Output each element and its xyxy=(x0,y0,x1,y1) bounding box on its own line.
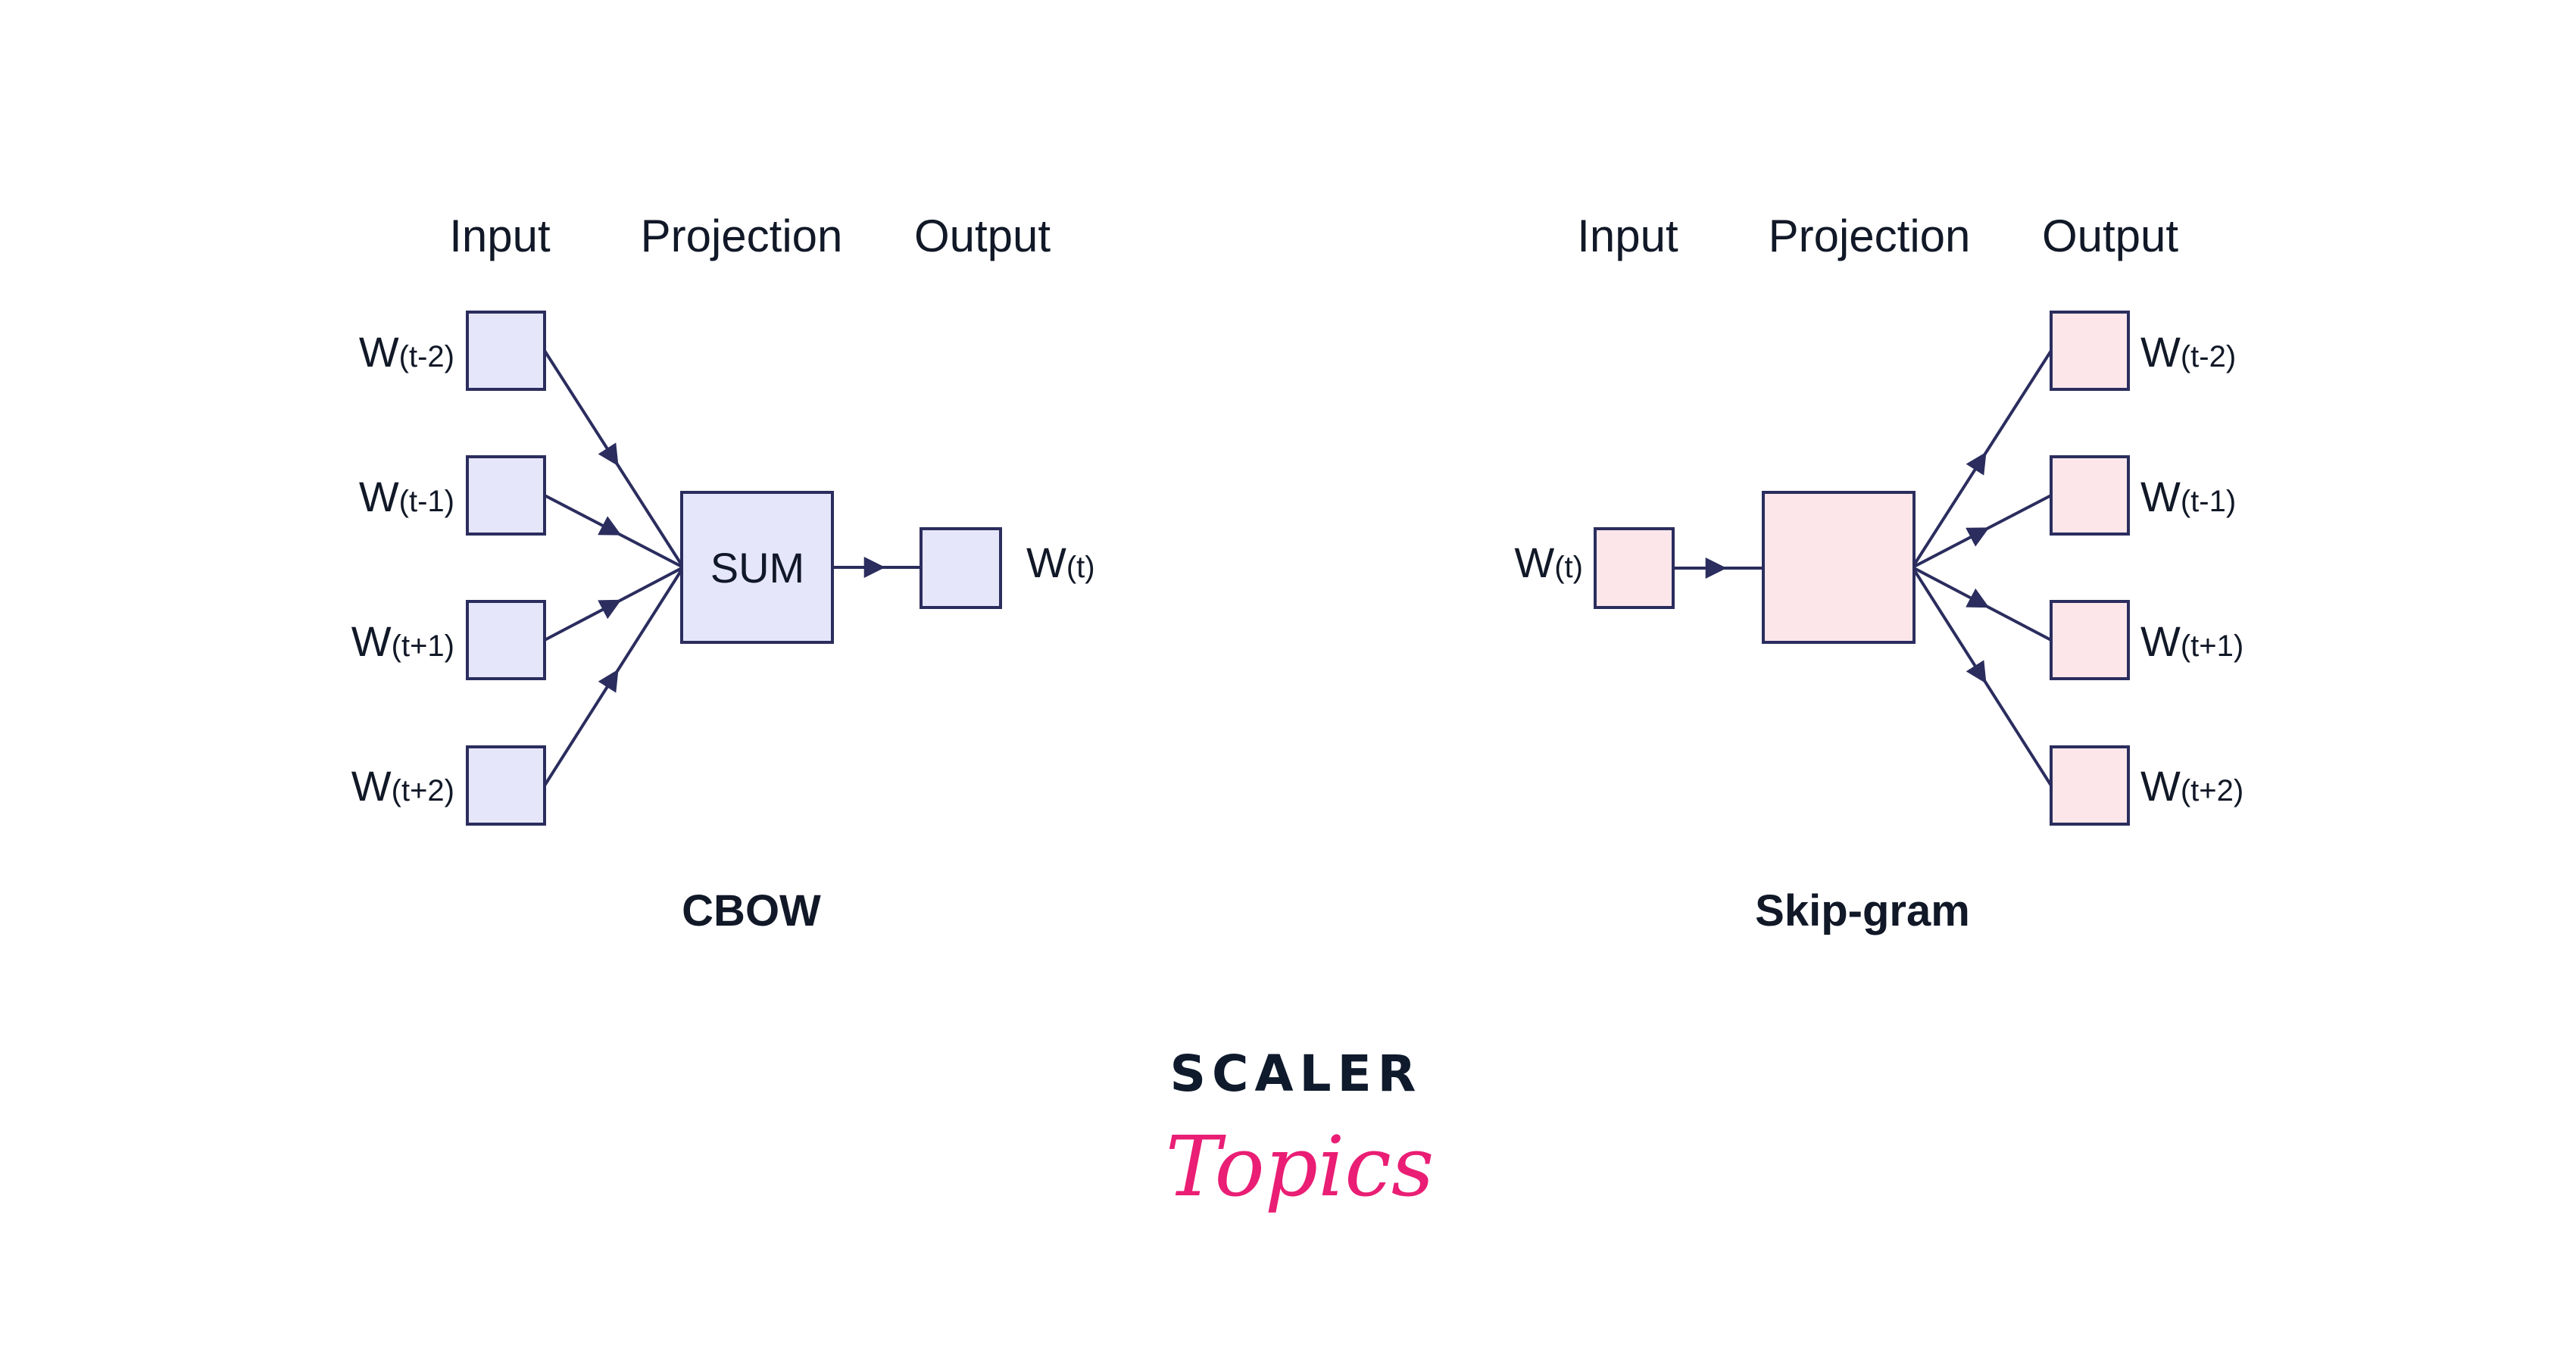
arrow-connector xyxy=(1911,566,2053,787)
skipgram-output-label: W(t-2) xyxy=(2140,328,2236,376)
logo-scaler-text: SCALER xyxy=(1169,1045,1422,1103)
arrow-connector xyxy=(544,494,684,569)
cbow-input-box xyxy=(466,600,546,680)
skipgram-output-header: Output xyxy=(2042,211,2178,261)
skipgram-input-box xyxy=(1594,527,1675,609)
arrow-connector xyxy=(1912,494,2052,569)
cbow-output-box xyxy=(920,527,1002,609)
arrow-connector xyxy=(543,566,685,787)
skipgram-output-box xyxy=(2050,600,2130,680)
skipgram-projection-header: Projection xyxy=(1769,211,1971,261)
sum-label: SUM xyxy=(710,544,804,592)
cbow-title: CBOW xyxy=(682,886,821,935)
skipgram-output-box xyxy=(2050,455,2130,536)
logo-topics-text: Topics xyxy=(1166,1118,1435,1215)
cbow-input-label: W(t-1) xyxy=(359,473,454,520)
cbow-input-label: W(t+2) xyxy=(351,762,454,810)
skipgram-output-box xyxy=(2050,311,2130,391)
cbow-input-header: Input xyxy=(449,211,551,261)
cbow-projection-box xyxy=(680,491,834,644)
cbow-projection-header: Projection xyxy=(641,211,843,261)
cbow-input-box xyxy=(466,745,546,826)
skipgram-title: Skip-gram xyxy=(1755,886,1970,935)
cbow-input-box xyxy=(466,455,546,536)
cbow-input-box xyxy=(466,311,546,391)
skipgram-projection-box xyxy=(1762,491,1916,644)
skipgram-output-label: W(t+1) xyxy=(2140,617,2243,665)
skipgram-input-header: Input xyxy=(1577,211,1678,261)
skipgram-output-box xyxy=(2050,745,2130,826)
cbow-input-label: W(t-2) xyxy=(359,328,454,376)
arrow-connector xyxy=(544,566,684,642)
cbow-output-header: Output xyxy=(914,211,1051,261)
arrow-connector xyxy=(1911,349,2053,569)
scaler-topics-logo: SCALER Topics xyxy=(1166,1045,1435,1215)
skipgram-output-label: W(t-1) xyxy=(2140,473,2236,520)
arrow-connector xyxy=(543,349,685,569)
cbow-input-label: W(t+1) xyxy=(351,617,454,665)
skipgram-diagram: Input Projection Output W(t) W(t-2) W(t-… xyxy=(1514,211,2243,935)
arrow-connector xyxy=(1912,566,2052,642)
skipgram-input-label: W(t) xyxy=(1514,539,1583,586)
cbow-output-label: W(t) xyxy=(1026,539,1095,586)
skipgram-output-label: W(t+2) xyxy=(2140,762,2243,810)
cbow-diagram: Input Projection Output W(t-2) W(t-1) W(… xyxy=(351,211,1095,935)
